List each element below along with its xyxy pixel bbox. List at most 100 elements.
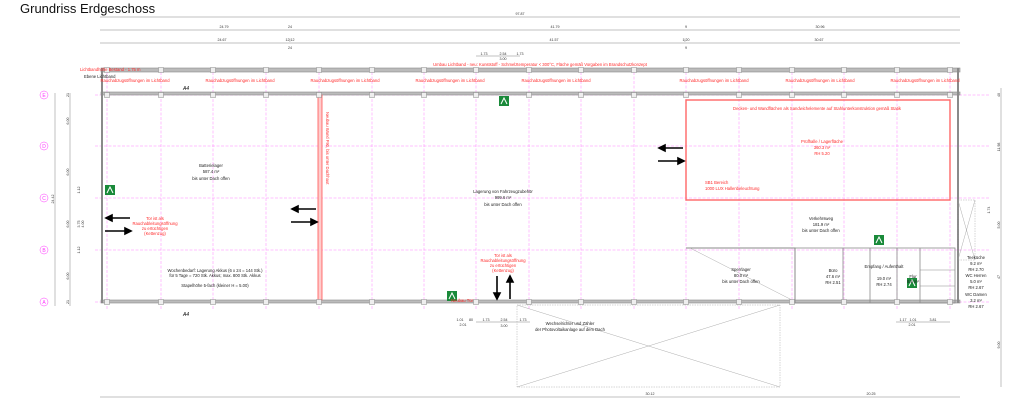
room-height: RH 2.74 xyxy=(876,282,892,287)
note-line: zu ertüchtigen xyxy=(490,263,517,268)
dim-left-bay: 21 xyxy=(66,93,70,97)
room-name: Teeküche xyxy=(967,255,986,260)
smoke-vent-label: Rauchabzugsöffnungen im Lichtband xyxy=(310,78,380,83)
room-height: RH 2.67 xyxy=(968,304,984,309)
note-line: der Photovoltaikanlage auf dem Dach xyxy=(535,327,606,332)
room-area: 360.3 m² xyxy=(814,145,831,150)
dim-right: 9.00 xyxy=(997,342,1001,349)
pillar xyxy=(473,67,479,73)
pillar xyxy=(841,67,847,73)
gate-note-bottom: Tor ist als Rauchableitungsöffnung zu er… xyxy=(480,253,526,273)
room-area: 8.5 m² xyxy=(907,279,919,284)
room-area: 587.4 m² xyxy=(203,169,220,174)
room-name: Sperrlager xyxy=(731,267,751,272)
legend-lichtband-height: Lichtbandhöhe Bestand - 1.75 m xyxy=(80,67,141,72)
pillar xyxy=(736,67,742,73)
dim-left-bay: 6.00 xyxy=(66,221,70,228)
dim-top-row3: 1|20 xyxy=(683,38,690,42)
section-marker-top: A4 xyxy=(182,86,189,92)
smoke-vent-label: Rauchabzugsöffnungen im Lichtband xyxy=(890,78,960,83)
grid-axis-C: C xyxy=(39,193,49,203)
smoke-vent-label: Rauchabzugsöffnungen im Lichtband xyxy=(415,78,485,83)
gate-note-left: Tor ist als Rauchableitungsöffnung zu er… xyxy=(132,216,178,236)
pillar xyxy=(263,299,269,305)
dim-top-row2: 24.79 xyxy=(220,25,229,29)
dim-bottom-overall: 20.25 xyxy=(867,392,876,396)
dim-left-gate: 4.00 xyxy=(81,221,85,228)
pillar xyxy=(158,67,164,73)
dim-left-bay: 6.00 xyxy=(66,169,70,176)
note-line: zu ertüchtigen xyxy=(142,226,169,231)
pillar xyxy=(421,67,427,73)
pillar xyxy=(369,299,375,305)
pillar xyxy=(683,67,689,73)
pillar xyxy=(210,92,216,98)
pillar xyxy=(578,299,584,305)
dim-bottom-office: 1.01 xyxy=(910,318,917,322)
room-name: Verkehrsweg xyxy=(809,216,834,221)
dim-left-bay: 21 xyxy=(66,300,70,304)
room-area: 80.0 m² xyxy=(734,273,749,278)
room-empfang: Empfang / Aufenthalt 19.0 m² RH 2.74 xyxy=(865,264,905,287)
grid-axis-label: A xyxy=(42,300,46,306)
dim-bottom-office: 3.81 xyxy=(930,318,937,322)
pillar xyxy=(894,92,900,98)
dim-top-row2: 24 xyxy=(288,25,292,29)
room-height: RH 2.67 xyxy=(968,285,984,290)
dim-right: 1.74 xyxy=(987,207,991,214)
pillar xyxy=(736,92,742,98)
pillar xyxy=(473,299,479,305)
pillar xyxy=(473,92,479,98)
dim-top-row2: 9 xyxy=(685,25,687,29)
room-name: WC Damen xyxy=(965,292,987,297)
grid-axis-B: B xyxy=(39,245,49,255)
pillar xyxy=(683,299,689,305)
smoke-vent-label: Rauchabzugsöffnungen im Lichtband xyxy=(679,78,749,83)
note-line: 1000 LUX Hallenbeleuchtung xyxy=(705,186,760,191)
room-wochenbedarf: Wochenbedarf: Lagerung Akkus (6 x 24 = 1… xyxy=(167,268,263,288)
dim-overall-width: 97.87 xyxy=(516,12,525,16)
room-area: 999.6 m² xyxy=(495,195,512,200)
pillar xyxy=(947,299,953,305)
note-line: Rauchableitungsöffnung xyxy=(480,258,526,263)
pillar xyxy=(158,92,164,98)
dim-left-overall: 24.42 xyxy=(51,195,55,204)
grid-axis-D: D xyxy=(39,141,49,151)
smoke-vent-label: Rauchabzugsöffnungen im Lichtband xyxy=(785,78,855,83)
dim-right: 47 xyxy=(997,275,1001,279)
pillar xyxy=(526,67,532,73)
pillar xyxy=(263,92,269,98)
dim-door: 1.73 xyxy=(481,52,488,56)
pv-area xyxy=(516,199,976,388)
room-name: WC Herren xyxy=(966,273,988,278)
pillar xyxy=(421,92,427,98)
sb1-note: SB1 Bereich 1000 LUX Hallenbeleuchtung xyxy=(705,180,760,191)
pillar xyxy=(526,299,532,305)
dim-top-row2: 30.96 xyxy=(816,25,825,29)
room-name: Lagerung von Fahrzeugzubehör xyxy=(473,189,533,194)
pillar xyxy=(736,299,742,305)
grid-axis-A: A xyxy=(39,297,49,307)
room-name: Batterielager xyxy=(199,163,223,168)
note-line: Rauchableitungsöffnung xyxy=(132,221,178,226)
room-note: bis unter Dach offen xyxy=(484,202,522,207)
pillar xyxy=(316,299,322,305)
pillar xyxy=(789,92,795,98)
dim-right: 5.00 xyxy=(997,222,1001,229)
dim-bottom-overall: 30.12 xyxy=(646,392,655,396)
room-note: bis unter Dach offen xyxy=(802,228,840,233)
emergency-exit-icon xyxy=(447,291,457,301)
room-flur: Flur 8.5 m² xyxy=(907,274,919,284)
room-pruefhalle: Prüfhalle / Lagerfläche 360.3 m² RH 5.20 xyxy=(801,139,844,156)
pruefhalle-room xyxy=(685,99,951,201)
dim-left-bay: 6.00 xyxy=(66,118,70,125)
room-name: Prüfhalle / Lagerfläche xyxy=(801,139,844,144)
pillar xyxy=(210,299,216,305)
room-area: 3.2 m² xyxy=(970,298,982,303)
dim-left-gate: 3.75 xyxy=(77,221,81,228)
room-area: 47.6 m² xyxy=(826,274,841,279)
pillar xyxy=(210,67,216,73)
room-wc-damen: WC Damen 3.2 m² RH 2.67 xyxy=(965,292,987,309)
smoke-vent-label: Rauchabzugsöffnungen im Lichtband xyxy=(205,78,275,83)
dim-door: 2.54 xyxy=(500,52,507,56)
